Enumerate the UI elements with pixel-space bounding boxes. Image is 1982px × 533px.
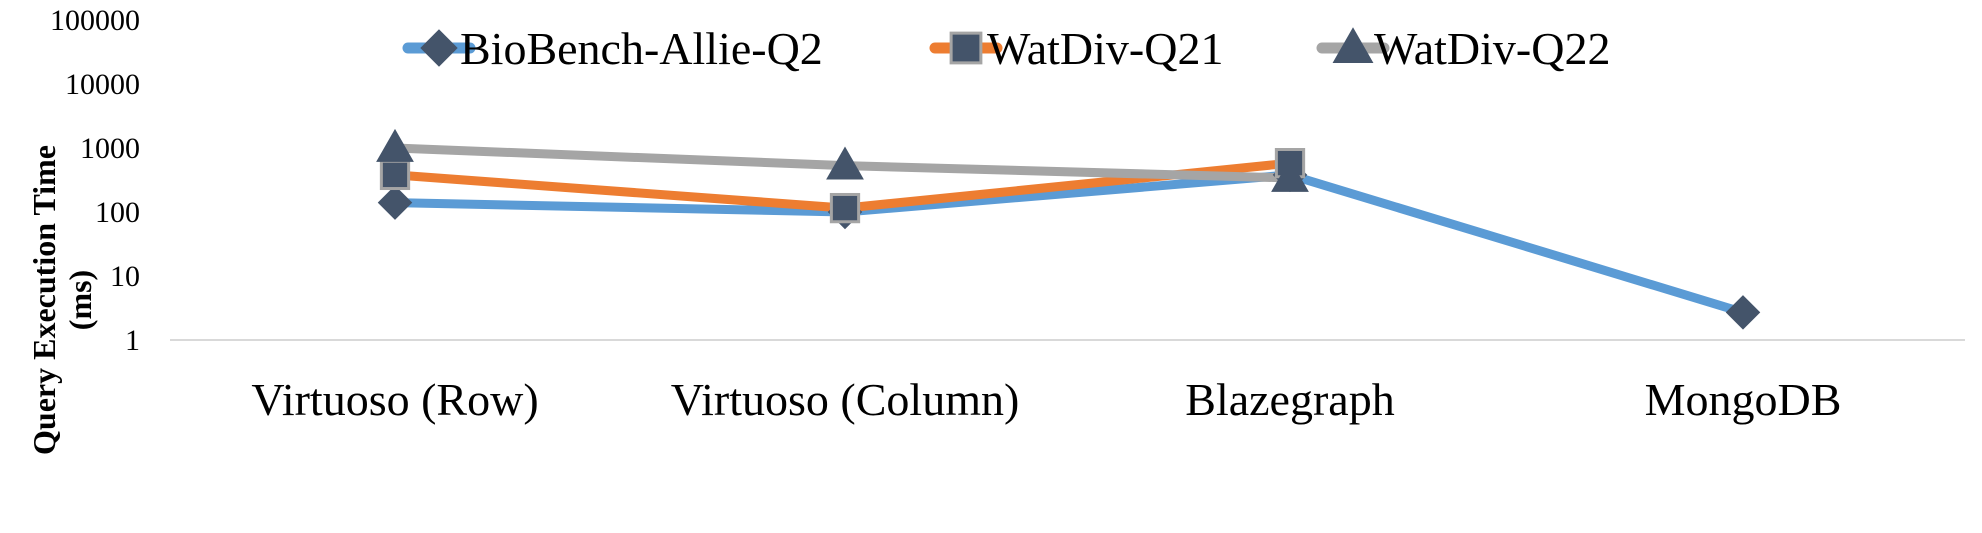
- data-point-triangle: [376, 128, 414, 162]
- y-tick-label: 100000: [50, 4, 140, 37]
- y-tick-label: 10: [110, 260, 140, 293]
- legend-marker-diamond: [420, 29, 458, 67]
- legend: BioBench-Allie-Q2 WatDiv-Q21 WatDiv-Q22: [402, 23, 1610, 74]
- series-line-1: [390, 170, 1748, 317]
- data-point-square: [829, 192, 861, 224]
- y-tick-label: 100: [95, 196, 140, 229]
- x-category-label: MongoDB: [1645, 374, 1842, 425]
- y-tick-label: 1000: [80, 132, 140, 165]
- data-point-triangle: [1271, 158, 1309, 192]
- data-point-diamond: [377, 185, 413, 220]
- y-tick-label: 1: [125, 324, 140, 357]
- y-axis-title-line: (ms): [62, 270, 98, 330]
- y-axis-title: Query Execution Time(ms): [26, 145, 98, 455]
- legend-label: WatDiv-Q21: [987, 23, 1223, 74]
- x-category-label: Virtuoso (Row): [251, 374, 538, 425]
- legend-label: WatDiv-Q22: [1374, 23, 1610, 74]
- x-category-label: Virtuoso (Column): [671, 374, 1020, 425]
- legend-marker-square: [949, 31, 983, 65]
- legend-label: BioBench-Allie-Q2: [460, 23, 823, 74]
- series-markers: [376, 128, 1761, 330]
- x-category-label: Blazegraph: [1185, 374, 1394, 425]
- y-tick-label: 10000: [65, 68, 140, 101]
- data-point-square: [379, 159, 411, 191]
- data-point-diamond: [1725, 295, 1761, 330]
- series-lines: [390, 143, 1748, 317]
- y-axis-title-line: Query Execution Time: [26, 145, 62, 455]
- data-point-triangle: [826, 146, 864, 180]
- legend-marker-triangle: [1332, 27, 1374, 64]
